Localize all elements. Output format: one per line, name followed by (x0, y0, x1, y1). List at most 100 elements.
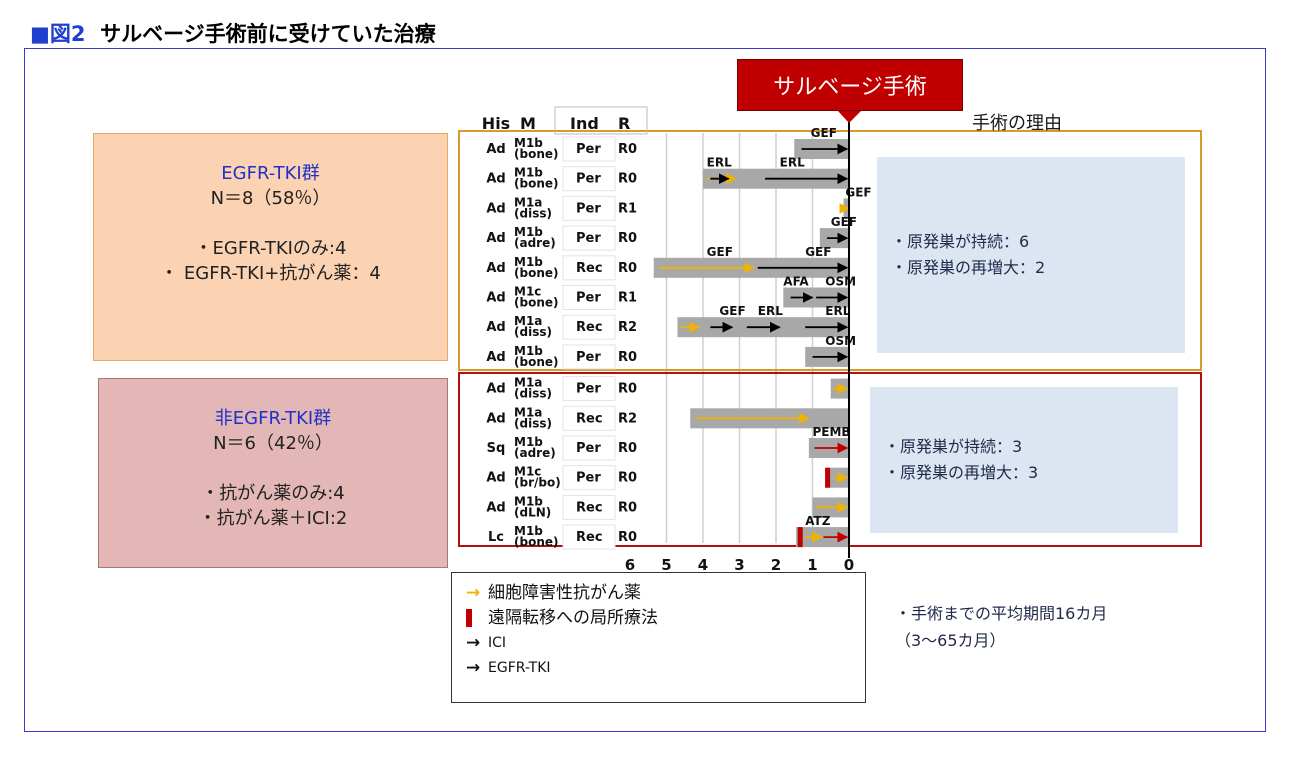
row-m-stage: M1b (514, 344, 543, 358)
drug-label: GEF (845, 185, 871, 199)
row-indication: Rec (576, 411, 603, 426)
row-indication: Rec (576, 320, 603, 335)
row-histology: Sq (487, 441, 506, 456)
row-histology: Ad (486, 261, 505, 276)
x-tick-label: 0 (844, 556, 854, 574)
salvage-surgery-label: サルベージ手術 (737, 59, 963, 111)
row-cell-bg (562, 465, 616, 491)
row-cell-bg (562, 255, 616, 281)
drug-label: AFA (783, 275, 809, 289)
row-cell-bg (562, 136, 616, 162)
row-resection: R0 (618, 500, 637, 515)
drug-label: GEF (831, 215, 857, 229)
drug-label: OSM (825, 275, 856, 289)
row-metastasis-site: (bone) (514, 355, 558, 369)
drug-label: GEF (719, 304, 745, 318)
header-cell-border (554, 106, 648, 135)
row-m-stage: M1b (514, 136, 543, 150)
summary-line: ・原発巣が持続：6 (891, 232, 1030, 251)
x-tick-label: 1 (807, 556, 817, 574)
legend-label: ICI (488, 635, 507, 651)
row-m-stage: M1b (514, 494, 543, 508)
row-m-stage: M1c (514, 465, 541, 479)
row-indication: Rec (576, 530, 603, 545)
row-histology: Ad (486, 201, 505, 216)
legend-label: 遠隔転移への局所療法 (488, 608, 658, 628)
row-m-stage: M1a (514, 376, 542, 390)
legend-item-ici: →ICI (466, 631, 865, 656)
row-histology: Ad (486, 142, 505, 157)
row-indication: Per (576, 350, 601, 365)
row-m-stage: M1a (514, 195, 542, 209)
row-metastasis-site: (adre) (514, 446, 556, 460)
row-cell-bg (562, 344, 616, 370)
figure-title: ■図2 サルベージ手術前に受けていた治療 (30, 18, 436, 48)
average-line: ・手術までの平均期間16カ月 (895, 604, 1108, 623)
row-resection: R0 (618, 142, 637, 157)
non-egfr-group-item: ・抗がん薬＋ICI:2 (198, 508, 348, 529)
row-resection: R0 (618, 530, 637, 545)
drug-label: GEF (805, 245, 831, 259)
row-indication: Per (576, 201, 601, 216)
row-metastasis-site: (diss) (514, 206, 552, 220)
egfr-group-count: N＝8（58％） (210, 188, 331, 209)
chemo-arrow-icon: → (466, 583, 481, 603)
row-resection: R2 (618, 411, 637, 426)
surgery-reason-label: 手術の理由 (972, 113, 1062, 134)
row-histology: Ad (486, 291, 505, 306)
x-tick-label: 4 (698, 556, 708, 574)
legend: →細胞障害性抗がん薬 遠隔転移への局所療法 →ICI → EGFR-TKI (451, 572, 866, 703)
row-histology: Ad (486, 320, 505, 335)
column-header-m: M (520, 114, 536, 133)
row-m-stage: M1b (514, 435, 543, 449)
summary-line: ・原発巣の再増大：3 (884, 463, 1039, 482)
row-m-stage: M1b (514, 166, 543, 180)
row-m-stage: M1b (514, 524, 543, 538)
row-histology: Ad (486, 350, 505, 365)
row-histology: Ad (486, 382, 505, 397)
egfr-group-box: EGFR-TKI群 N＝8（58％） ・EGFR-TKIのみ:4 ・ EGFR-… (93, 133, 448, 361)
row-cell-bg (562, 524, 616, 550)
row-metastasis-site: (diss) (514, 325, 552, 339)
average-range: （3～65カ月） (895, 631, 1006, 650)
row-cell-bg (562, 435, 616, 461)
row-m-stage: M1c (514, 285, 541, 299)
drug-label: ERL (758, 304, 783, 318)
row-m-stage: M1a (514, 405, 542, 419)
row-resection: R0 (618, 382, 637, 397)
column-header-ind: Ind (570, 114, 599, 133)
non-egfr-group-item: ・抗がん薬のみ:4 (201, 483, 345, 504)
row-histology: Ad (486, 471, 505, 486)
row-histology: Ad (486, 411, 505, 426)
row-resection: R0 (618, 261, 637, 276)
row-metastasis-site: (bone) (514, 177, 558, 191)
column-header-r: R (618, 114, 630, 133)
row-resection: R0 (618, 471, 637, 486)
row-m-stage: M1a (514, 314, 542, 328)
local-therapy-mark (825, 467, 831, 488)
row-cell-bg (562, 314, 616, 340)
row-metastasis-site: (bone) (514, 266, 558, 280)
summary-line: ・原発巣が持続：3 (884, 437, 1023, 456)
average-period-note: ・手術までの平均期間16カ月 （3～65カ月） (895, 600, 1107, 654)
row-indication: Rec (576, 261, 603, 276)
row-indication: Per (576, 142, 601, 157)
row-cell-bg (562, 285, 616, 310)
column-header-his: His (482, 114, 510, 133)
legend-label: EGFR-TKI (488, 660, 551, 676)
drug-label: ERL (707, 156, 732, 170)
row-indication: Per (576, 441, 601, 456)
egfr-group-item: ・EGFR-TKIのみ:4 (194, 238, 347, 259)
local-therapy-bar-icon (466, 606, 488, 631)
row-metastasis-site: (bone) (514, 147, 558, 161)
salvage-pointer-icon (838, 111, 861, 123)
row-metastasis-site: (bone) (514, 535, 558, 549)
row-cell-bg (562, 225, 616, 251)
legend-item-chemo: →細胞障害性抗がん薬 (466, 581, 865, 606)
row-indication: Per (576, 382, 601, 397)
row-resection: R0 (618, 441, 637, 456)
row-resection: R0 (618, 350, 637, 365)
row-cell-bg (562, 166, 616, 192)
drug-label: ATZ (805, 514, 831, 528)
